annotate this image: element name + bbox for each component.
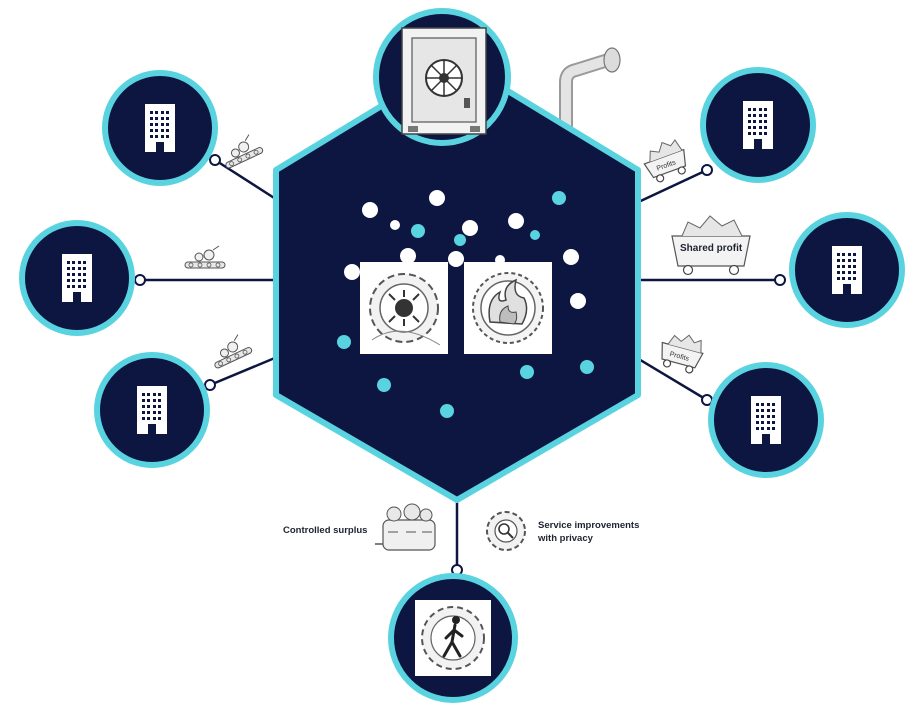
node-top-right[interactable] — [700, 67, 816, 183]
conveyor-left-top-icon — [217, 131, 265, 170]
connector-bottom-right — [631, 353, 708, 402]
shared-profit-cart-icon — [671, 215, 751, 276]
conveyor-left-mid-icon — [184, 245, 226, 269]
data-dots — [337, 190, 594, 418]
node-mid-right[interactable] — [789, 212, 905, 328]
profits-cart-top-icon: Profits — [638, 135, 693, 186]
profits-cart-bottom-icon: Profits — [655, 328, 708, 376]
connector-lines — [140, 158, 780, 570]
fire-saw-icon — [464, 262, 552, 354]
vault-node — [373, 8, 511, 146]
shared-profit-label: Shared profit — [680, 243, 743, 254]
service-improvements-label-line1: Service improvements — [538, 520, 640, 531]
node-mid-left[interactable] — [19, 220, 135, 336]
connector-top-right — [631, 168, 708, 207]
controlled-surplus-label: Controlled surplus — [283, 525, 368, 536]
node-bottom-right[interactable] — [708, 362, 824, 478]
node-top-left[interactable] — [102, 70, 218, 186]
conveyor-left-bottom-icon — [206, 331, 254, 370]
gear-bug-icon — [360, 262, 448, 354]
office-building-icon — [137, 386, 167, 434]
exhaust-pipe-icon — [559, 47, 621, 160]
office-building-icon — [832, 246, 862, 294]
connector-bottom-left — [209, 353, 283, 387]
office-building-icon — [751, 396, 781, 444]
vault-safe-icon — [401, 27, 487, 135]
office-building-icon — [145, 104, 175, 152]
connector-top-left — [214, 158, 283, 205]
walking-person-gear-icon — [415, 600, 491, 676]
platform-hexagon — [273, 57, 641, 503]
office-building-icon — [62, 254, 92, 302]
service-gear-magnifier-icon — [486, 511, 526, 551]
connector-endpoints — [134, 154, 786, 576]
office-building-icon — [743, 101, 773, 149]
node-bottom-left[interactable] — [94, 352, 210, 468]
controlled-surplus-machine-icon — [375, 503, 436, 551]
node-bottom[interactable] — [388, 573, 518, 703]
service-improvements-label-line2: with privacy — [538, 533, 593, 544]
